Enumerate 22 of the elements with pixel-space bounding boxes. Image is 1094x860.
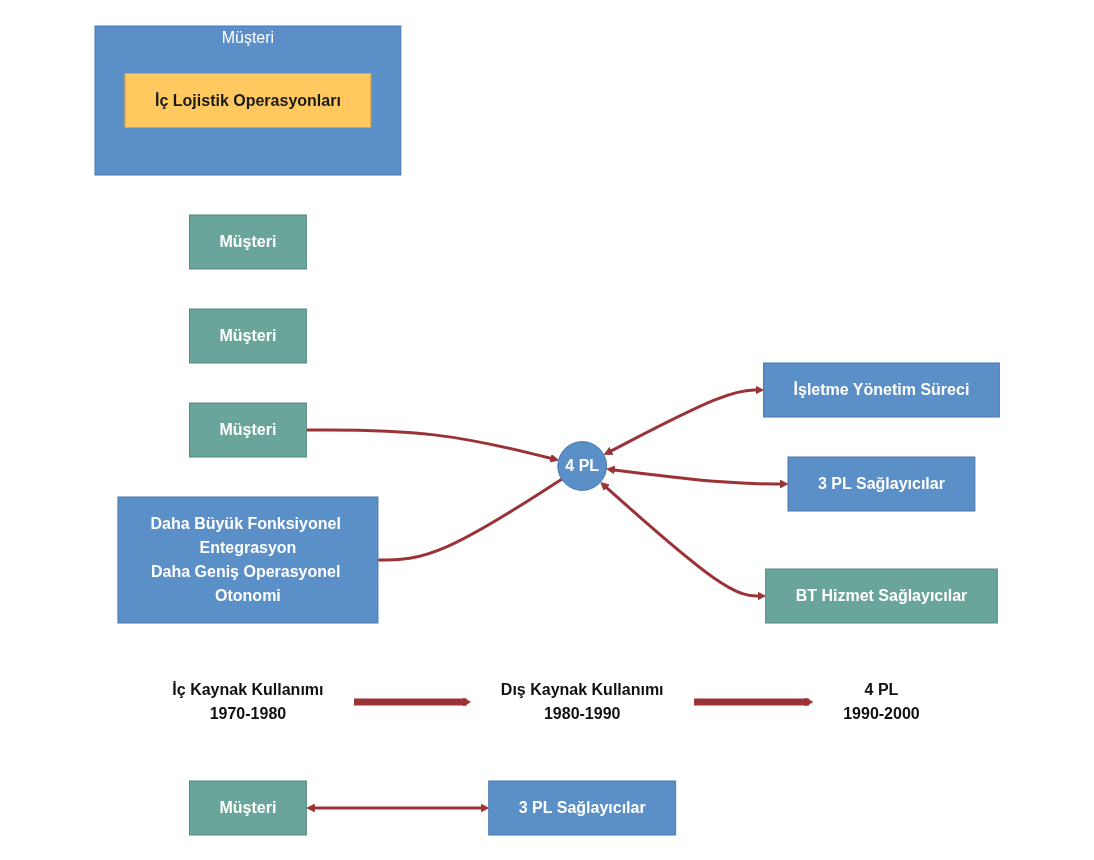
- node-box: Müşteri: [188, 780, 307, 835]
- node-box: Müşteri: [188, 402, 307, 457]
- node-box: Müşteri: [188, 214, 307, 269]
- node-text: İç Kaynak Kullanımı 1970-1980: [172, 680, 324, 722]
- arrow: [353, 697, 472, 706]
- arrow: [306, 428, 559, 463]
- node-text: 4 PL 1990-2000: [843, 680, 920, 722]
- node-box: Müşteri: [188, 308, 307, 363]
- arrow: [306, 803, 489, 812]
- connector: [377, 477, 563, 561]
- arrow: [606, 465, 789, 488]
- node-box: 3 PL Sağlayıcılar: [488, 780, 676, 835]
- node-text: Dış Kaynak Kullanımı 1980-1990: [500, 680, 664, 722]
- node-box: 3 PL Sağlayıcılar: [787, 456, 976, 511]
- arrow: [600, 481, 766, 600]
- arrow: [693, 697, 814, 706]
- node-circle: 4 PL: [557, 440, 607, 491]
- node-box: BT Hizmet Sağlayıcılar: [764, 568, 998, 623]
- node-box: Daha Büyük Fonksiyonel Entegrasyon Daha Geniş Operasyonel Otonomi: [117, 496, 379, 623]
- arrow: [603, 385, 764, 455]
- node-box: İç Lojistik Operasyonları: [124, 72, 372, 128]
- node-box: İşletme Yönetim Süreci: [762, 362, 1000, 417]
